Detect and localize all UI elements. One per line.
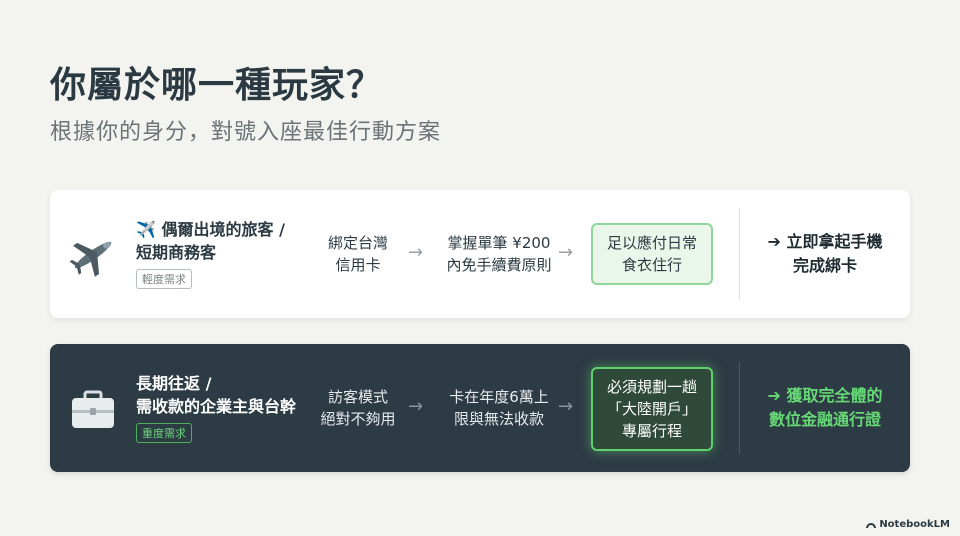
brand-name: NotebookLM — [879, 519, 950, 530]
light-user-card: ✈️ 偶爾出境的旅客 / 短期商務客 輕度需求 綁定台灣 信用卡 → 掌握單筆 … — [50, 190, 910, 318]
demand-badge: 輕度需求 — [136, 269, 192, 289]
persona-block: 長期往返 / 需收款的企業主與台幹 重度需求 — [136, 372, 316, 443]
call-to-action[interactable]: ➔ 立即拿起手機 完成綁卡 — [767, 232, 883, 275]
briefcase-icon — [68, 384, 118, 434]
page-subtitle: 根據你的身分，對號入座最佳行動方案 — [50, 120, 442, 145]
divider — [739, 208, 740, 300]
arrow-icon: → — [408, 396, 424, 417]
step-two: 卡在年度6萬上 限與無法收款 — [449, 388, 549, 428]
heavy-user-card: 長期往返 / 需收款的企業主與台幹 重度需求 訪客模式 絕對不夠用 → 卡在年度… — [50, 344, 910, 472]
arrow-icon: → — [408, 242, 424, 263]
demand-badge: 重度需求 — [136, 423, 192, 443]
step-two: 掌握單筆 ¥200 內免手續費原則 — [446, 234, 552, 274]
divider — [739, 362, 740, 454]
persona-title: ✈️ 偶爾出境的旅客 / 短期商務客 — [136, 220, 285, 262]
arrow-icon: → — [558, 396, 574, 417]
outcome-box: 必須規劃一趟 「大陸開戶」 專屬行程 — [591, 367, 713, 451]
call-to-action[interactable]: ➔ 獲取完全體的 數位金融通行證 — [767, 386, 883, 429]
persona-block: ✈️ 偶爾出境的旅客 / 短期商務客 輕度需求 — [136, 218, 316, 289]
arrow-icon: → — [558, 242, 574, 263]
outcome-box: 足以應付日常 食衣住行 — [591, 223, 713, 285]
persona-title: 長期往返 / 需收款的企業主與台幹 — [136, 374, 297, 416]
airplane-icon — [68, 230, 118, 280]
step-one: 訪客模式 絕對不夠用 — [320, 388, 396, 428]
notebooklm-logo-icon — [866, 521, 877, 529]
brand-watermark: NotebookLM — [866, 519, 950, 530]
step-one: 綁定台灣 信用卡 — [327, 234, 388, 274]
page-title: 你屬於哪一種玩家？ — [50, 65, 384, 106]
